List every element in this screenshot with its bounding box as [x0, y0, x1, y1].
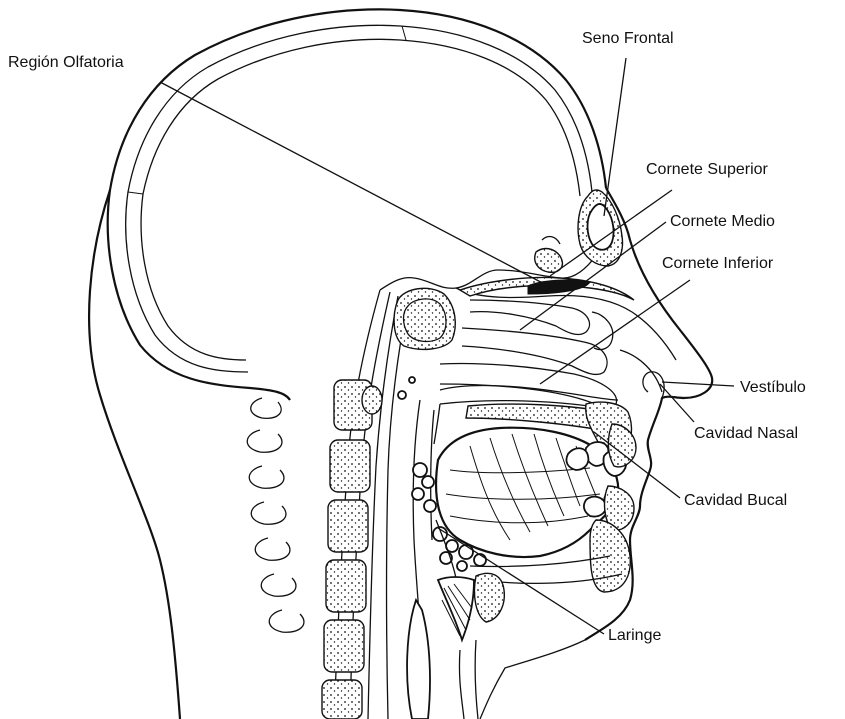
vertebra: [330, 440, 370, 492]
leader-seno-frontal: [604, 58, 626, 216]
vertebra: [326, 560, 366, 612]
label-region-olfatoria: Región Olfatoria: [8, 54, 124, 71]
atlas: [362, 386, 382, 414]
label-cornete-inferior: Cornete Inferior: [662, 255, 774, 272]
label-laringe: Laringe: [608, 627, 661, 644]
vertebra: [322, 680, 362, 719]
skull-outline: [108, 9, 606, 388]
pharynx-larynx: [407, 400, 504, 719]
label-cornete-superior: Cornete Superior: [646, 161, 769, 178]
nasal-cavity: [440, 278, 676, 411]
leader-cavidad-nasal: [660, 384, 694, 422]
leader-vestibulo: [662, 382, 734, 386]
vertebra: [328, 500, 368, 552]
label-vestibulo: Vestíbulo: [740, 379, 806, 396]
label-cavidad-bucal: Cavidad Bucal: [684, 492, 787, 509]
label-seno-frontal: Seno Frontal: [582, 30, 674, 47]
label-cavidad-nasal: Cavidad Nasal: [694, 425, 798, 442]
leader-region-olfatoria: [160, 82, 552, 288]
neck-skin-folds: [247, 398, 304, 632]
label-cornete-medio: Cornete Medio: [670, 213, 775, 230]
vertebra: [324, 620, 364, 672]
spinal-column: [322, 290, 415, 719]
frontal-sinus: [578, 190, 622, 266]
